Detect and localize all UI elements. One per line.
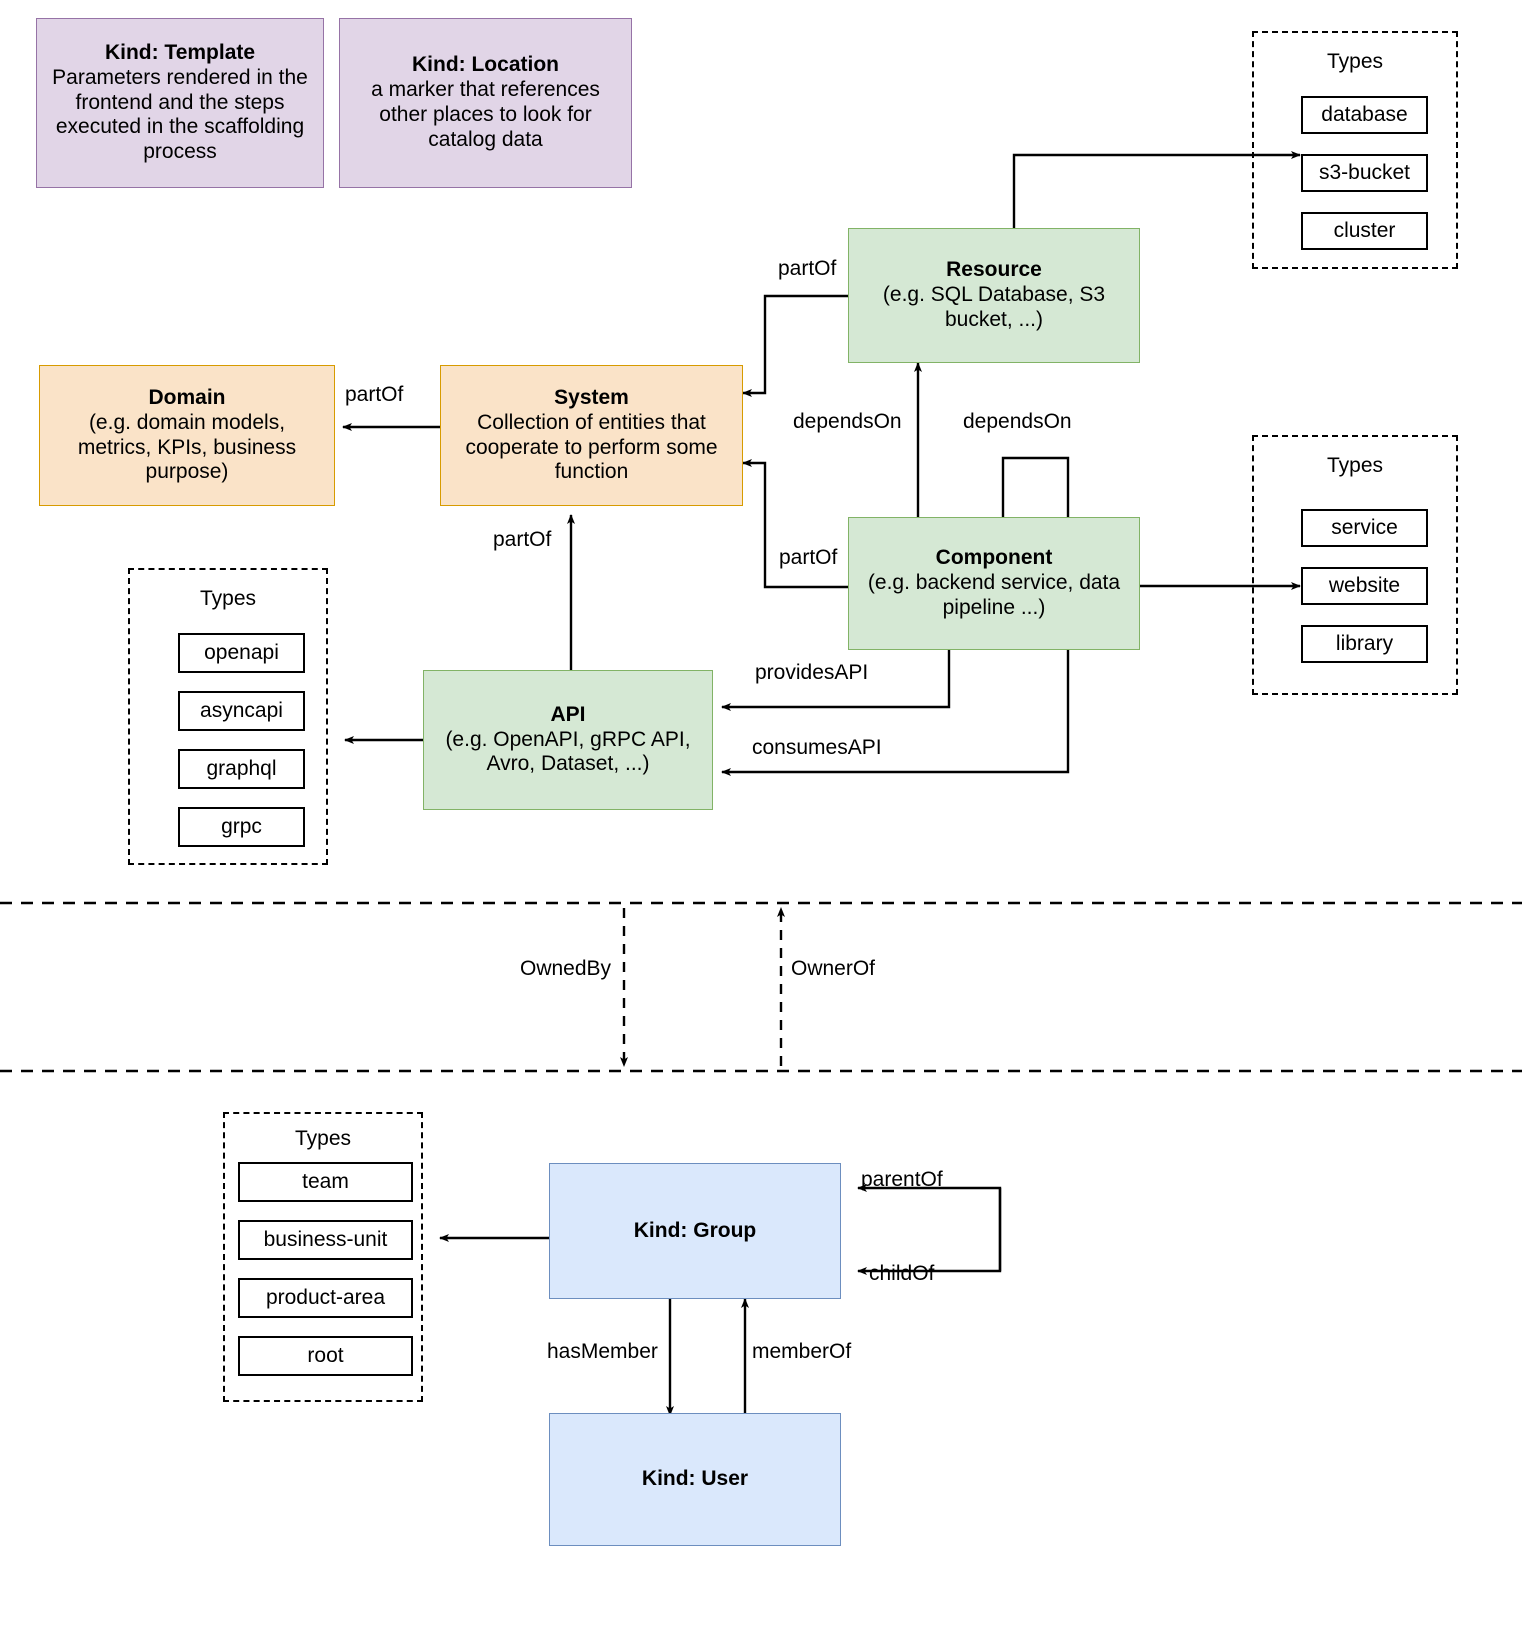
node-title: Domain — [148, 385, 226, 409]
edge-label-resource-partof-system: partOf — [778, 257, 837, 280]
edge-label-group-hasmember: hasMember — [547, 1340, 658, 1363]
edge-label-component-providesapi: providesAPI — [755, 661, 869, 684]
type-chip[interactable]: database — [1301, 96, 1428, 134]
edge-label-component-partof-system: partOf — [779, 546, 838, 569]
node-title: Kind: Group — [633, 1218, 757, 1242]
node-title: API — [550, 702, 586, 726]
node-subtitle: a marker that references other places to… — [371, 78, 600, 151]
edge-label-group-parentof: parentOf — [861, 1168, 943, 1191]
edge-label-component-consumesapi: consumesAPI — [752, 736, 882, 759]
types-group-component: Types service website library — [1252, 435, 1458, 695]
node-subtitle: (e.g. OpenAPI, gRPC API, Avro, Dataset, … — [445, 727, 691, 776]
node-title: Kind: Template — [104, 41, 256, 65]
type-chip[interactable]: cluster — [1301, 212, 1428, 250]
type-chip[interactable]: website — [1301, 567, 1428, 605]
types-label: Types — [199, 587, 257, 610]
types-group-group: Types team business-unit product-area ro… — [223, 1112, 423, 1402]
node-subtitle: (e.g. domain models, metrics, KPIs, busi… — [77, 410, 297, 484]
types-label: Types — [294, 1127, 352, 1150]
node-kind-group[interactable]: Kind: Group — [549, 1163, 841, 1299]
type-chip[interactable]: grpc — [178, 807, 305, 847]
node-system[interactable]: System Collection of entities that coope… — [440, 365, 743, 506]
edge-label-user-memberof: memberOf — [752, 1340, 852, 1363]
node-component[interactable]: Component (e.g. backend service, data pi… — [848, 517, 1140, 650]
edge-label-ownedby: OwnedBy — [520, 957, 612, 980]
type-chip[interactable]: asyncapi — [178, 691, 305, 731]
type-chip[interactable]: service — [1301, 509, 1428, 547]
types-group-api: Types openapi asyncapi graphql grpc — [128, 568, 328, 865]
type-chip[interactable]: root — [238, 1336, 413, 1376]
type-chip[interactable]: team — [238, 1162, 413, 1202]
type-chip[interactable]: s3-bucket — [1301, 154, 1428, 192]
node-kind-template[interactable]: Kind: Template Parameters rendered in th… — [36, 18, 324, 188]
type-chip[interactable]: business-unit — [238, 1220, 413, 1260]
node-title: Component — [935, 546, 1053, 570]
type-chip[interactable]: product-area — [238, 1278, 413, 1318]
node-title: Resource — [946, 258, 1042, 282]
node-subtitle: Collection of entities that cooperate to… — [465, 410, 718, 484]
node-title: Kind: Location — [412, 53, 559, 77]
edge-label-ownerof: OwnerOf — [791, 957, 876, 980]
edge-label-component-dependson-resource: dependsOn — [793, 410, 902, 433]
node-title: System — [554, 385, 629, 409]
node-subtitle: (e.g. SQL Database, S3 bucket, ...) — [882, 283, 1106, 331]
node-api[interactable]: API (e.g. OpenAPI, gRPC API, Avro, Datas… — [423, 670, 713, 810]
node-kind-user[interactable]: Kind: User — [549, 1413, 841, 1546]
types-label: Types — [1326, 50, 1384, 73]
edge-label-group-childof: childOf — [869, 1262, 935, 1285]
edge-label-system-partof-domain: partOf — [345, 383, 404, 406]
node-title: Kind: User — [641, 1467, 749, 1491]
types-label: Types — [1326, 454, 1384, 477]
type-chip[interactable]: graphql — [178, 749, 305, 789]
node-subtitle: Parameters rendered in the frontend and … — [52, 65, 308, 164]
type-chip[interactable]: openapi — [178, 633, 305, 673]
type-chip[interactable]: library — [1301, 625, 1428, 663]
edge-label-api-partof-system: partOf — [493, 528, 552, 551]
types-group-resource: Types database s3-bucket cluster — [1252, 31, 1458, 269]
node-resource[interactable]: Resource (e.g. SQL Database, S3 bucket, … — [848, 228, 1140, 363]
edge-label-component-dependson-component: dependsOn — [963, 410, 1072, 433]
node-subtitle: (e.g. backend service, data pipeline ...… — [867, 571, 1121, 619]
node-kind-location[interactable]: Kind: Location a marker that references … — [339, 18, 632, 188]
node-domain[interactable]: Domain (e.g. domain models, metrics, KPI… — [39, 365, 335, 506]
